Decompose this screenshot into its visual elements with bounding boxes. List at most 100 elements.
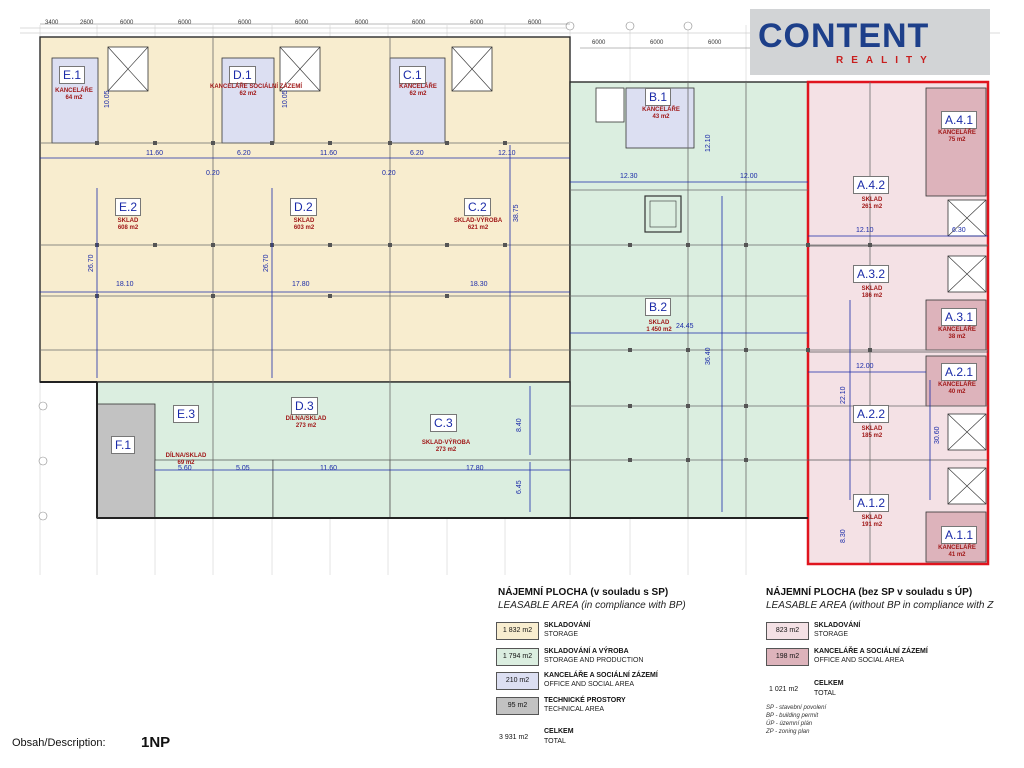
legend-label: SKLADOVÁNÍ xyxy=(814,622,861,629)
unit-label-a12: A.1.2 xyxy=(853,494,890,512)
logo: CONTENT REALITY xyxy=(750,9,990,75)
dimension-label: 11.60 xyxy=(320,150,337,157)
top-dimension: 6000 xyxy=(470,20,484,26)
legend-swatch: 1 832 m2 xyxy=(496,622,539,640)
logo-text: CONTENT xyxy=(758,17,930,55)
legend-label: SKLADOVÁNÍ A VÝROBA xyxy=(544,648,629,655)
legend-label: KANCELÁŘE A SOCIÁLNÍ ZÁZEMÍ xyxy=(814,648,928,655)
dimension-label: 12.10 xyxy=(705,134,712,152)
unit-label-a31: A.3.1 xyxy=(941,308,978,326)
legend-swatch: 1 794 m2 xyxy=(496,648,539,666)
dimension-label: 10.05 xyxy=(104,90,111,108)
legend-label: KANCELÁŘE A SOCIÁLNÍ ZÁZEMÍ xyxy=(544,672,658,679)
legend-total-value: 1 021 m2 xyxy=(769,686,799,693)
unit-label-e1: E.1 xyxy=(59,66,86,84)
dimension-label: 18.30 xyxy=(470,281,488,288)
unit-label-b2: B.2 xyxy=(645,298,672,316)
dimension-label: 5.60 xyxy=(178,465,192,472)
dimension-label: 38.75 xyxy=(513,204,520,222)
legend-total-label-en: TOTAL xyxy=(814,690,836,697)
top-dimension: 2600 xyxy=(80,20,94,26)
legend-label-en: OFFICE AND SOCIAL AREA xyxy=(544,681,634,688)
top-dimension: 6000 xyxy=(412,20,426,26)
dimension-label: 11.60 xyxy=(320,465,337,472)
top-dimension: 6000 xyxy=(708,40,722,46)
top-dimension: 6000 xyxy=(528,20,542,26)
legend-title: NÁJEMNÍ PLOCHA (v souladu s SP) xyxy=(498,587,669,598)
unit-label-d3: D.3 xyxy=(291,397,318,415)
top-dimension: 6000 xyxy=(592,40,606,46)
dimension-label: 12.30 xyxy=(620,173,638,180)
top-dimension: 6000 xyxy=(238,20,252,26)
dimension-label: 17.80 xyxy=(466,465,484,472)
legend-label-en: STORAGE AND PRODUCTION xyxy=(544,657,644,664)
dimension-label: 12.00 xyxy=(856,363,874,370)
dimension-label: 17.80 xyxy=(292,281,310,288)
unit-label-d1: D.1 xyxy=(229,66,256,84)
dimension-label: 10.05 xyxy=(282,90,289,108)
footnote: BP - building permit xyxy=(766,713,819,719)
legend-swatch: 210 m2 xyxy=(496,672,539,690)
dimension-label: 22.10 xyxy=(840,386,847,404)
top-dimension: 6000 xyxy=(295,20,309,26)
dimension-label: 6.45 xyxy=(516,480,523,494)
dimension-label: 0.20 xyxy=(382,170,396,177)
legend-label-en: OFFICE AND SOCIAL AREA xyxy=(814,657,904,664)
dimension-label: 6.20 xyxy=(237,150,251,157)
unit-label-a42: A.4.2 xyxy=(853,176,890,194)
unit-label-c2: C.2 xyxy=(464,198,491,216)
dimension-label: 30.60 xyxy=(934,426,941,444)
legend-label: TECHNICKÉ PROSTORY xyxy=(544,697,626,704)
unit-label-d2: D.2 xyxy=(290,198,317,216)
legend-total-label: CELKEM xyxy=(814,680,844,687)
dimension-label: 12.00 xyxy=(740,173,758,180)
floor-label: 1NP xyxy=(141,734,171,751)
dimension-label: 8.30 xyxy=(840,529,847,543)
dimension-label: 12.10 xyxy=(856,227,874,234)
legend-label-en: TECHNICAL AREA xyxy=(544,706,605,713)
footnote: ÚP - územní plán xyxy=(766,721,813,727)
dimension-label: 36.40 xyxy=(705,347,712,365)
legend-label: SKLADOVÁNÍ xyxy=(544,622,591,629)
unit-label-f1: F.1 xyxy=(111,436,136,454)
dimension-label: 6.20 xyxy=(410,150,424,157)
legend-swatch: 823 m2 xyxy=(766,622,809,640)
dimension-label: 26.70 xyxy=(88,254,95,272)
unit-label-a21: A.2.1 xyxy=(941,363,978,381)
legend-subtitle: LEASABLE AREA (without BP in compliance … xyxy=(766,600,994,611)
description-label: Obsah/Description: xyxy=(12,737,106,749)
dimension-label: 24.45 xyxy=(676,323,694,330)
footnote: ZP - zoning plan xyxy=(766,729,810,735)
legend-total-label: CELKEM xyxy=(544,728,574,735)
footnote: SP - stavební povolení xyxy=(766,705,827,711)
top-dimension: 6000 xyxy=(178,20,192,26)
dimension-label: 11.60 xyxy=(146,150,163,157)
legend-swatch: 95 m2 xyxy=(496,697,539,715)
dimension-label: 8.40 xyxy=(516,418,523,432)
unit-label-a22: A.2.2 xyxy=(853,405,890,423)
unit-label-a41: A.4.1 xyxy=(941,111,978,129)
dimension-label: 26.70 xyxy=(263,254,270,272)
dimension-label: 5.05 xyxy=(236,465,250,472)
top-dimension: 3400 xyxy=(45,20,59,26)
unit-label-c1: C.1 xyxy=(399,66,426,84)
legend-label-en: STORAGE xyxy=(814,631,849,638)
legend-subtitle: LEASABLE AREA (in compliance with BP) xyxy=(498,600,686,611)
